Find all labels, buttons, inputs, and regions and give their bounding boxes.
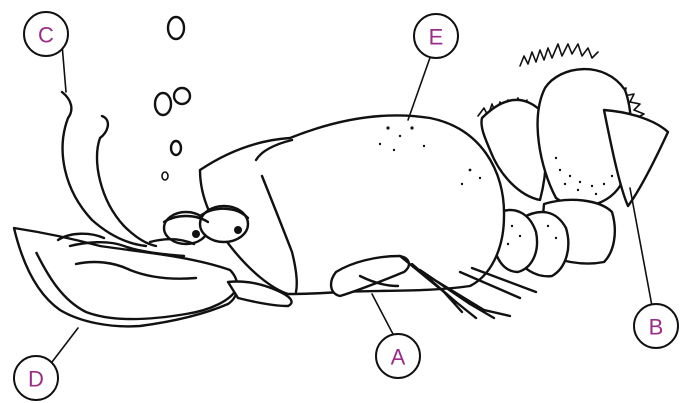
bubble	[174, 88, 190, 104]
abdomen	[494, 200, 615, 276]
label-a-text: A	[391, 345, 406, 370]
leader-c	[62, 44, 66, 92]
bubble	[162, 172, 168, 180]
label-e-text: E	[429, 25, 444, 50]
label-d-text: D	[28, 367, 44, 392]
antennae	[62, 92, 156, 246]
bubble	[168, 17, 184, 39]
leader-d	[52, 328, 78, 362]
label-e: E	[414, 14, 458, 58]
label-b: B	[634, 304, 678, 348]
tail-fan	[478, 44, 668, 206]
leader-a	[372, 294, 394, 336]
bubbles	[155, 17, 190, 180]
bubble	[155, 93, 171, 115]
label-d: D	[14, 356, 58, 400]
leader-e	[408, 52, 432, 120]
label-c: C	[24, 12, 68, 56]
label-a: A	[376, 334, 420, 378]
eyes	[150, 206, 248, 244]
leader-b	[630, 188, 652, 306]
label-b-text: B	[649, 315, 664, 340]
bubble	[171, 141, 181, 155]
label-c-text: C	[38, 23, 54, 48]
